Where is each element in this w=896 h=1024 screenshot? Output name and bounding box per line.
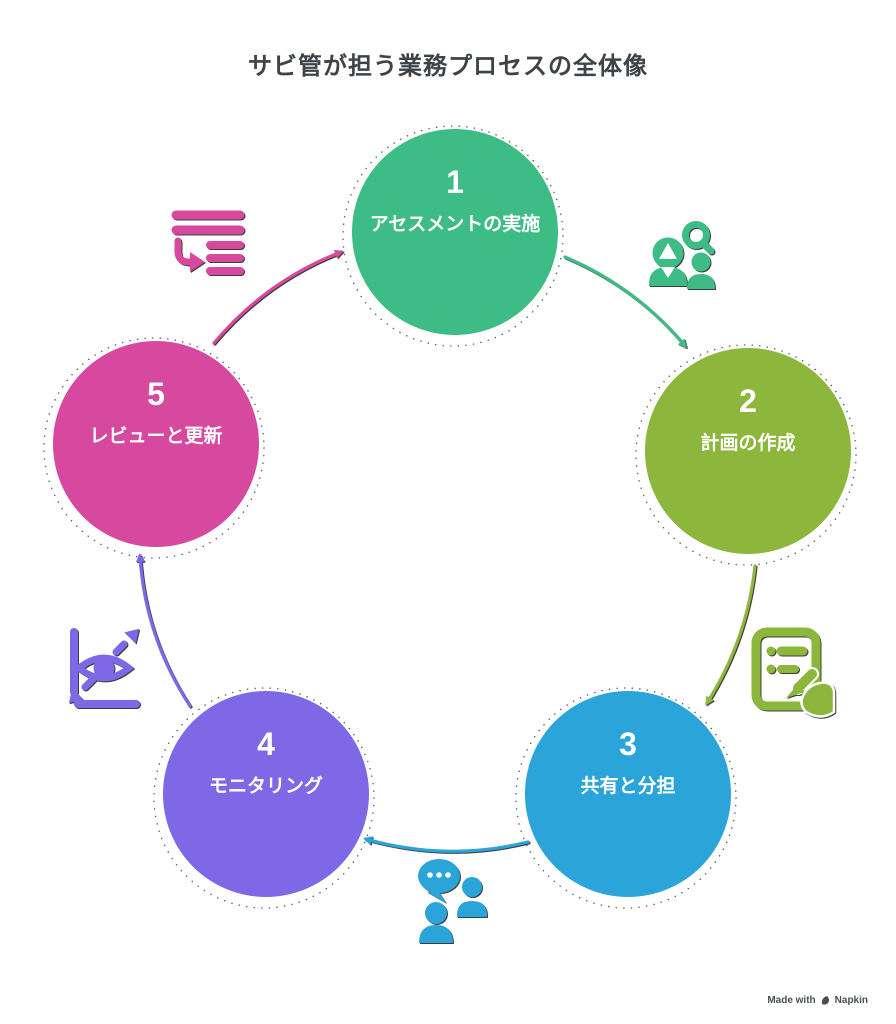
napkin-watermark: Made with Napkin <box>767 995 868 1006</box>
dotted-ring <box>43 337 265 559</box>
dotted-ring <box>635 344 857 566</box>
step-circle-5: 5 レビューと更新 <box>53 341 259 547</box>
step-circle-4: 4 モニタリング <box>163 691 369 897</box>
dotted-rings <box>43 125 857 909</box>
watermark-prefix: Made with <box>767 995 816 1006</box>
step-number: 3 <box>619 726 637 762</box>
page-title: サビ管が担う業務プロセスの全体像 <box>248 53 648 80</box>
watermark-brand: Napkin <box>834 995 868 1006</box>
cycle-arrows <box>135 249 757 853</box>
arrow-step2-to-step3 <box>705 564 757 706</box>
step-label: 計画の作成 <box>700 433 796 454</box>
arrow-step3-to-step4 <box>363 836 530 853</box>
update-list-icon <box>171 210 245 275</box>
monitoring-eye-chart-icon <box>68 628 140 708</box>
step-number: 2 <box>739 383 757 419</box>
step-label: アセスメントの実施 <box>369 214 541 235</box>
dotted-ring <box>153 687 375 909</box>
dotted-ring <box>515 687 737 909</box>
step-number: 1 <box>446 164 464 200</box>
arrow-step5-to-step1 <box>212 249 344 345</box>
arrow-step1-to-step2 <box>563 255 687 349</box>
discussion-people-icon <box>418 859 487 943</box>
arrow-step4-to-step5 <box>135 553 192 708</box>
step-label: レビューと更新 <box>89 426 223 447</box>
plan-document-icon <box>751 627 836 718</box>
step-circle-1: 1 アセスメントの実施 <box>352 129 558 335</box>
napkin-logo-icon <box>821 996 829 1005</box>
people-search-icon <box>649 221 715 289</box>
step-label: 共有と分担 <box>580 776 676 797</box>
dotted-ring <box>342 125 564 347</box>
step-circle-2: 2 計画の作成 <box>645 348 851 554</box>
step-number: 4 <box>257 726 275 762</box>
step-circle-3: 3 共有と分担 <box>525 691 731 897</box>
step-label: モニタリング <box>208 776 323 797</box>
step-number: 5 <box>147 376 165 412</box>
